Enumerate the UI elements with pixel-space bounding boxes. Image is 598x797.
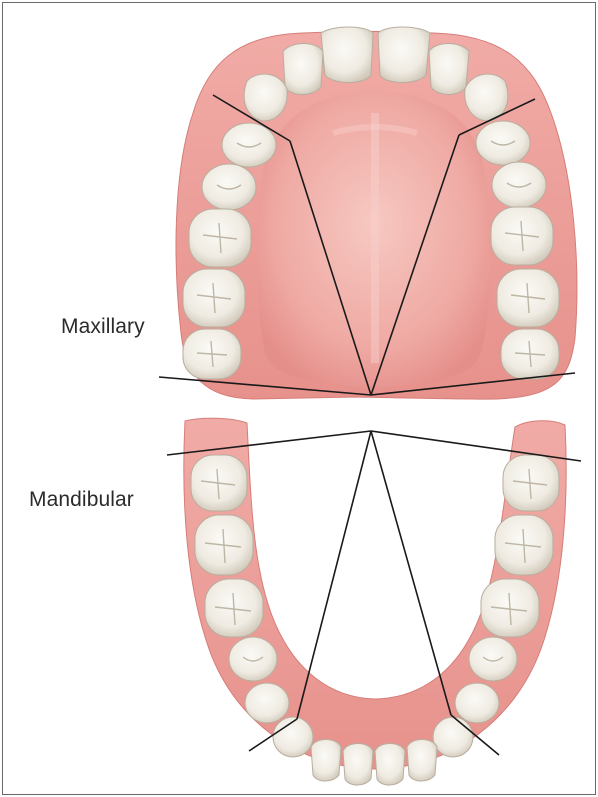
tooth-lower-premolar-left-1 [229, 637, 277, 681]
tooth-upper-lateral-incisor-right [429, 44, 469, 95]
mandibular-arch [184, 418, 566, 785]
tooth-upper-central-incisor-right [378, 27, 430, 83]
mandibular-line-right-inner [371, 431, 451, 715]
dental-arch-diagram [3, 3, 596, 795]
tooth-upper-premolar-left-2 [202, 164, 256, 210]
tooth-upper-premolar-right-2 [492, 162, 546, 208]
tooth-upper-lateral-incisor-left [283, 44, 323, 95]
tooth-lower-canine-right [433, 717, 473, 757]
tooth-lower-incisor-3 [375, 744, 405, 786]
mandibular-line-left-inner [297, 431, 371, 719]
tooth-upper-premolar-left-1 [222, 123, 276, 167]
tooth-lower-premolar-right-2 [455, 683, 499, 723]
tooth-lower-premolar-left-2 [245, 683, 289, 723]
tooth-lower-incisor-2 [343, 744, 373, 786]
tooth-lower-incisor-4 [407, 740, 437, 782]
tooth-upper-premolar-right-1 [476, 121, 530, 165]
tooth-lower-incisor-1 [311, 740, 341, 782]
tooth-lower-premolar-right-1 [469, 637, 517, 681]
maxillary-arch [176, 27, 577, 399]
tooth-lower-canine-left [273, 717, 313, 757]
mandibular-label: Mandibular [29, 488, 134, 512]
maxillary-label: Maxillary [61, 315, 145, 339]
tooth-upper-central-incisor-left [321, 27, 373, 83]
